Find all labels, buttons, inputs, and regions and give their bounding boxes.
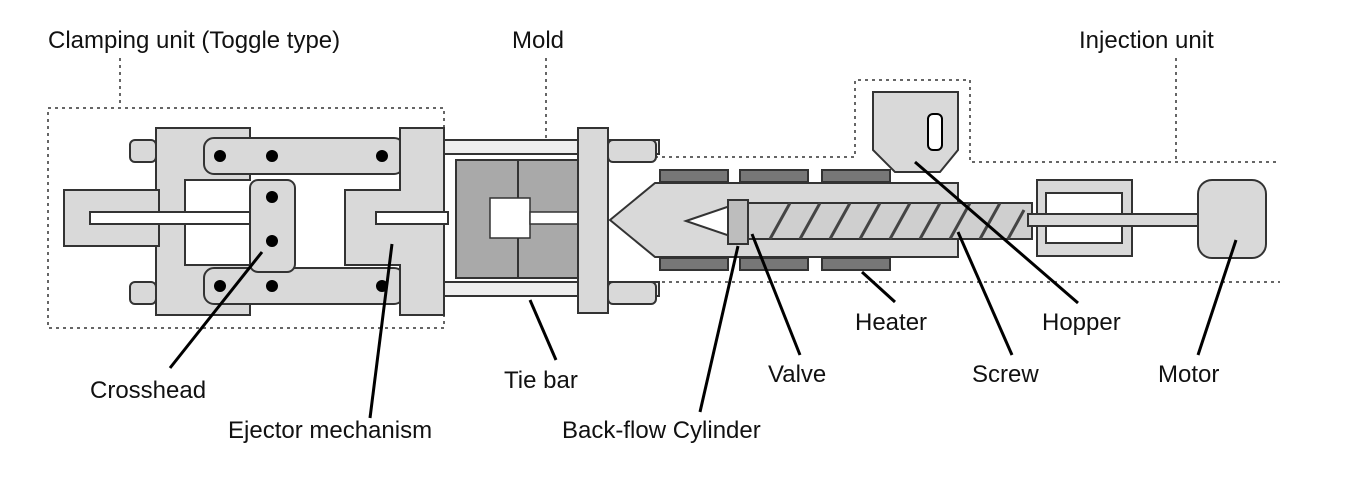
fixed-platen xyxy=(577,127,609,314)
tie-bar-stub-bottom-left xyxy=(129,281,157,305)
injection-unit xyxy=(608,91,1267,271)
toggle-link-top xyxy=(203,137,405,175)
back-flow-cylinder-leader xyxy=(698,245,740,413)
tie-bar-label: Tie bar xyxy=(504,367,578,394)
crosshead-block xyxy=(249,179,296,273)
clamping-unit xyxy=(63,127,449,316)
tie-bar-leader xyxy=(528,299,558,361)
toggle-pin xyxy=(214,280,226,292)
valve-leader xyxy=(750,233,802,356)
toggle-pin xyxy=(376,150,388,162)
mold-sprue xyxy=(529,211,579,225)
toggle-pin xyxy=(266,235,278,247)
valve-label: Valve xyxy=(768,361,826,388)
heater-band xyxy=(659,169,729,183)
screw-leader xyxy=(956,231,1014,356)
screw-flights xyxy=(768,202,1026,240)
motor-label: Motor xyxy=(1158,361,1219,388)
heater-label: Heater xyxy=(855,309,927,336)
heater-band xyxy=(821,169,891,183)
toggle-pin xyxy=(266,150,278,162)
hopper-window xyxy=(927,113,943,151)
screw-label: Screw xyxy=(972,361,1039,388)
toggle-pin xyxy=(266,280,278,292)
ejector-mechanism-leader xyxy=(368,243,394,419)
tie-bar-stub-top-right xyxy=(607,139,657,163)
ejector-mechanism-label: Ejector mechanism xyxy=(228,417,432,444)
mold xyxy=(455,159,579,279)
heater-band xyxy=(739,257,809,271)
check-valve xyxy=(727,199,749,245)
hopper-leader xyxy=(914,160,1079,305)
toggle-pin xyxy=(214,150,226,162)
injection-unit-outline xyxy=(655,79,1280,283)
motor-leader xyxy=(1196,239,1238,356)
hopper-label: Hopper xyxy=(1042,309,1121,336)
mold-label: Mold xyxy=(512,27,564,54)
heater-band xyxy=(739,169,809,183)
clamping-unit-label: Clamping unit (Toggle type) xyxy=(48,27,340,54)
heater-leader xyxy=(860,270,897,304)
mold-cavity xyxy=(489,197,531,239)
injection-unit-label: Injection unit xyxy=(1079,27,1214,54)
heater-band xyxy=(659,257,729,271)
clamp-piston-rod xyxy=(89,211,261,225)
motor-body xyxy=(1197,179,1267,259)
crosshead-label: Crosshead xyxy=(90,377,206,404)
tie-bar-stub-top-left xyxy=(129,139,157,163)
ejector-rod xyxy=(375,211,449,225)
crosshead-leader xyxy=(168,251,264,369)
drive-shaft xyxy=(1027,213,1201,227)
tie-bar-stub-bottom-right xyxy=(607,281,657,305)
back-flow-cylinder-label: Back-flow Cylinder xyxy=(562,417,761,444)
hopper-body xyxy=(872,91,959,173)
heater-band xyxy=(821,257,891,271)
toggle-pin xyxy=(266,191,278,203)
